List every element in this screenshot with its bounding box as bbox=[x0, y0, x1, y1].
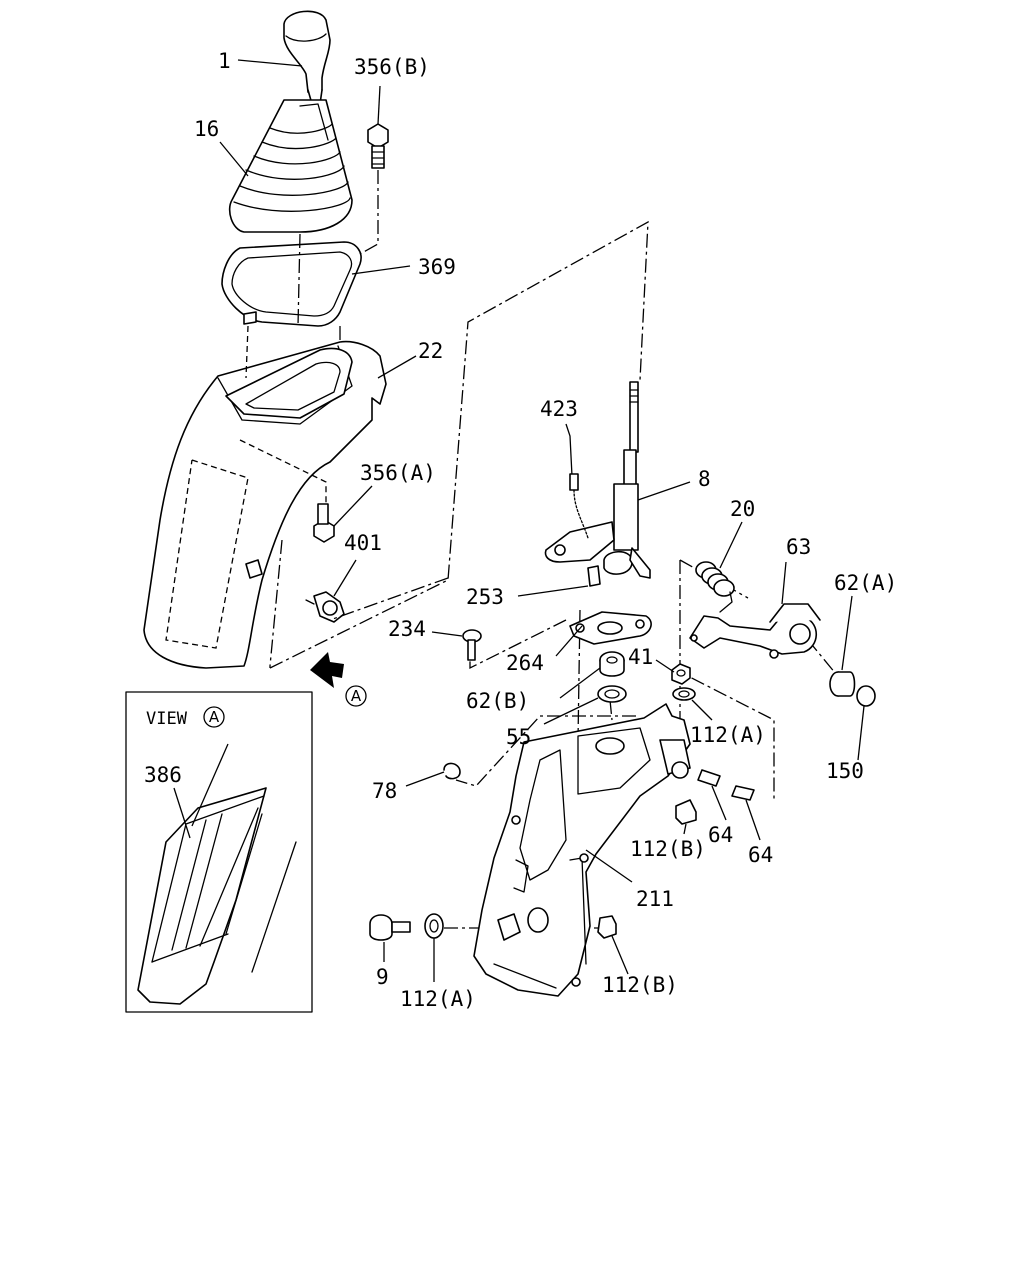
collar-112b-mid bbox=[675, 799, 697, 825]
label-264: 264 bbox=[506, 651, 544, 675]
spring-20 bbox=[695, 561, 735, 613]
washer-112a-top bbox=[672, 687, 696, 701]
label-423: 423 bbox=[540, 397, 578, 421]
label-63: 63 bbox=[786, 535, 811, 559]
label-356b: 356(B) bbox=[354, 55, 430, 79]
label-112b-mid: 112(B) bbox=[630, 837, 706, 861]
label-234: 234 bbox=[388, 617, 426, 641]
label-356a: 356(A) bbox=[360, 461, 436, 485]
label-386: 386 bbox=[144, 763, 182, 787]
bolt-356b bbox=[367, 123, 389, 169]
bolt-9 bbox=[369, 914, 411, 941]
view-title-marker: A bbox=[209, 708, 220, 726]
label-253: 253 bbox=[466, 585, 504, 609]
part-labels: 1 356(B) 16 369 22 423 8 356(A) 20 63 40… bbox=[144, 49, 897, 1011]
bracket-211 bbox=[473, 703, 691, 997]
washer-55 bbox=[597, 685, 627, 703]
clip-78 bbox=[443, 762, 461, 780]
label-16: 16 bbox=[194, 117, 219, 141]
console-22 bbox=[143, 340, 387, 669]
sensor-253 bbox=[587, 565, 601, 587]
label-112b-bottom: 112(B) bbox=[602, 973, 678, 997]
label-22: 22 bbox=[418, 339, 443, 363]
plate-264 bbox=[569, 611, 652, 645]
view-marker-circle: A bbox=[345, 685, 367, 707]
label-8: 8 bbox=[698, 467, 711, 491]
label-62a: 62(A) bbox=[834, 571, 897, 595]
nut-41 bbox=[671, 663, 691, 685]
label-1: 1 bbox=[218, 49, 231, 73]
pin-64-b bbox=[731, 785, 755, 801]
shift-lever-8 bbox=[544, 381, 651, 579]
label-112a-top: 112(A) bbox=[690, 723, 766, 747]
clip-401 bbox=[305, 591, 345, 623]
label-9: 9 bbox=[376, 965, 389, 989]
label-62b: 62(B) bbox=[466, 689, 529, 713]
label-401: 401 bbox=[344, 531, 382, 555]
lever-arm-63 bbox=[689, 603, 821, 659]
label-369: 369 bbox=[418, 255, 456, 279]
label-64-a: 64 bbox=[708, 823, 733, 847]
label-64-b: 64 bbox=[748, 843, 773, 867]
bolt-356a bbox=[313, 503, 335, 543]
view-arrow bbox=[310, 652, 344, 688]
shift-knob bbox=[283, 10, 331, 105]
bushing-62a bbox=[829, 671, 856, 697]
label-78: 78 bbox=[372, 779, 397, 803]
collar-150 bbox=[856, 685, 876, 707]
view-marker-letter: A bbox=[351, 687, 362, 705]
collar-112b-bottom bbox=[597, 915, 617, 939]
view-title: VIEW bbox=[146, 709, 188, 729]
label-112a-bottom: 112(A) bbox=[400, 987, 476, 1011]
harness-423 bbox=[565, 423, 589, 539]
screw-234 bbox=[462, 629, 482, 661]
label-55: 55 bbox=[506, 725, 531, 749]
label-41: 41 bbox=[628, 645, 653, 669]
view-a-inset: VIEW A bbox=[125, 691, 313, 1013]
washer-112a-bottom bbox=[424, 913, 444, 939]
label-150: 150 bbox=[826, 759, 864, 783]
leader-lines bbox=[219, 59, 865, 982]
bushing-62b bbox=[599, 651, 625, 677]
frame-369 bbox=[221, 241, 362, 327]
label-20: 20 bbox=[730, 497, 755, 521]
pin-64-a bbox=[697, 769, 721, 787]
label-211: 211 bbox=[636, 887, 674, 911]
shift-boot bbox=[228, 99, 353, 233]
